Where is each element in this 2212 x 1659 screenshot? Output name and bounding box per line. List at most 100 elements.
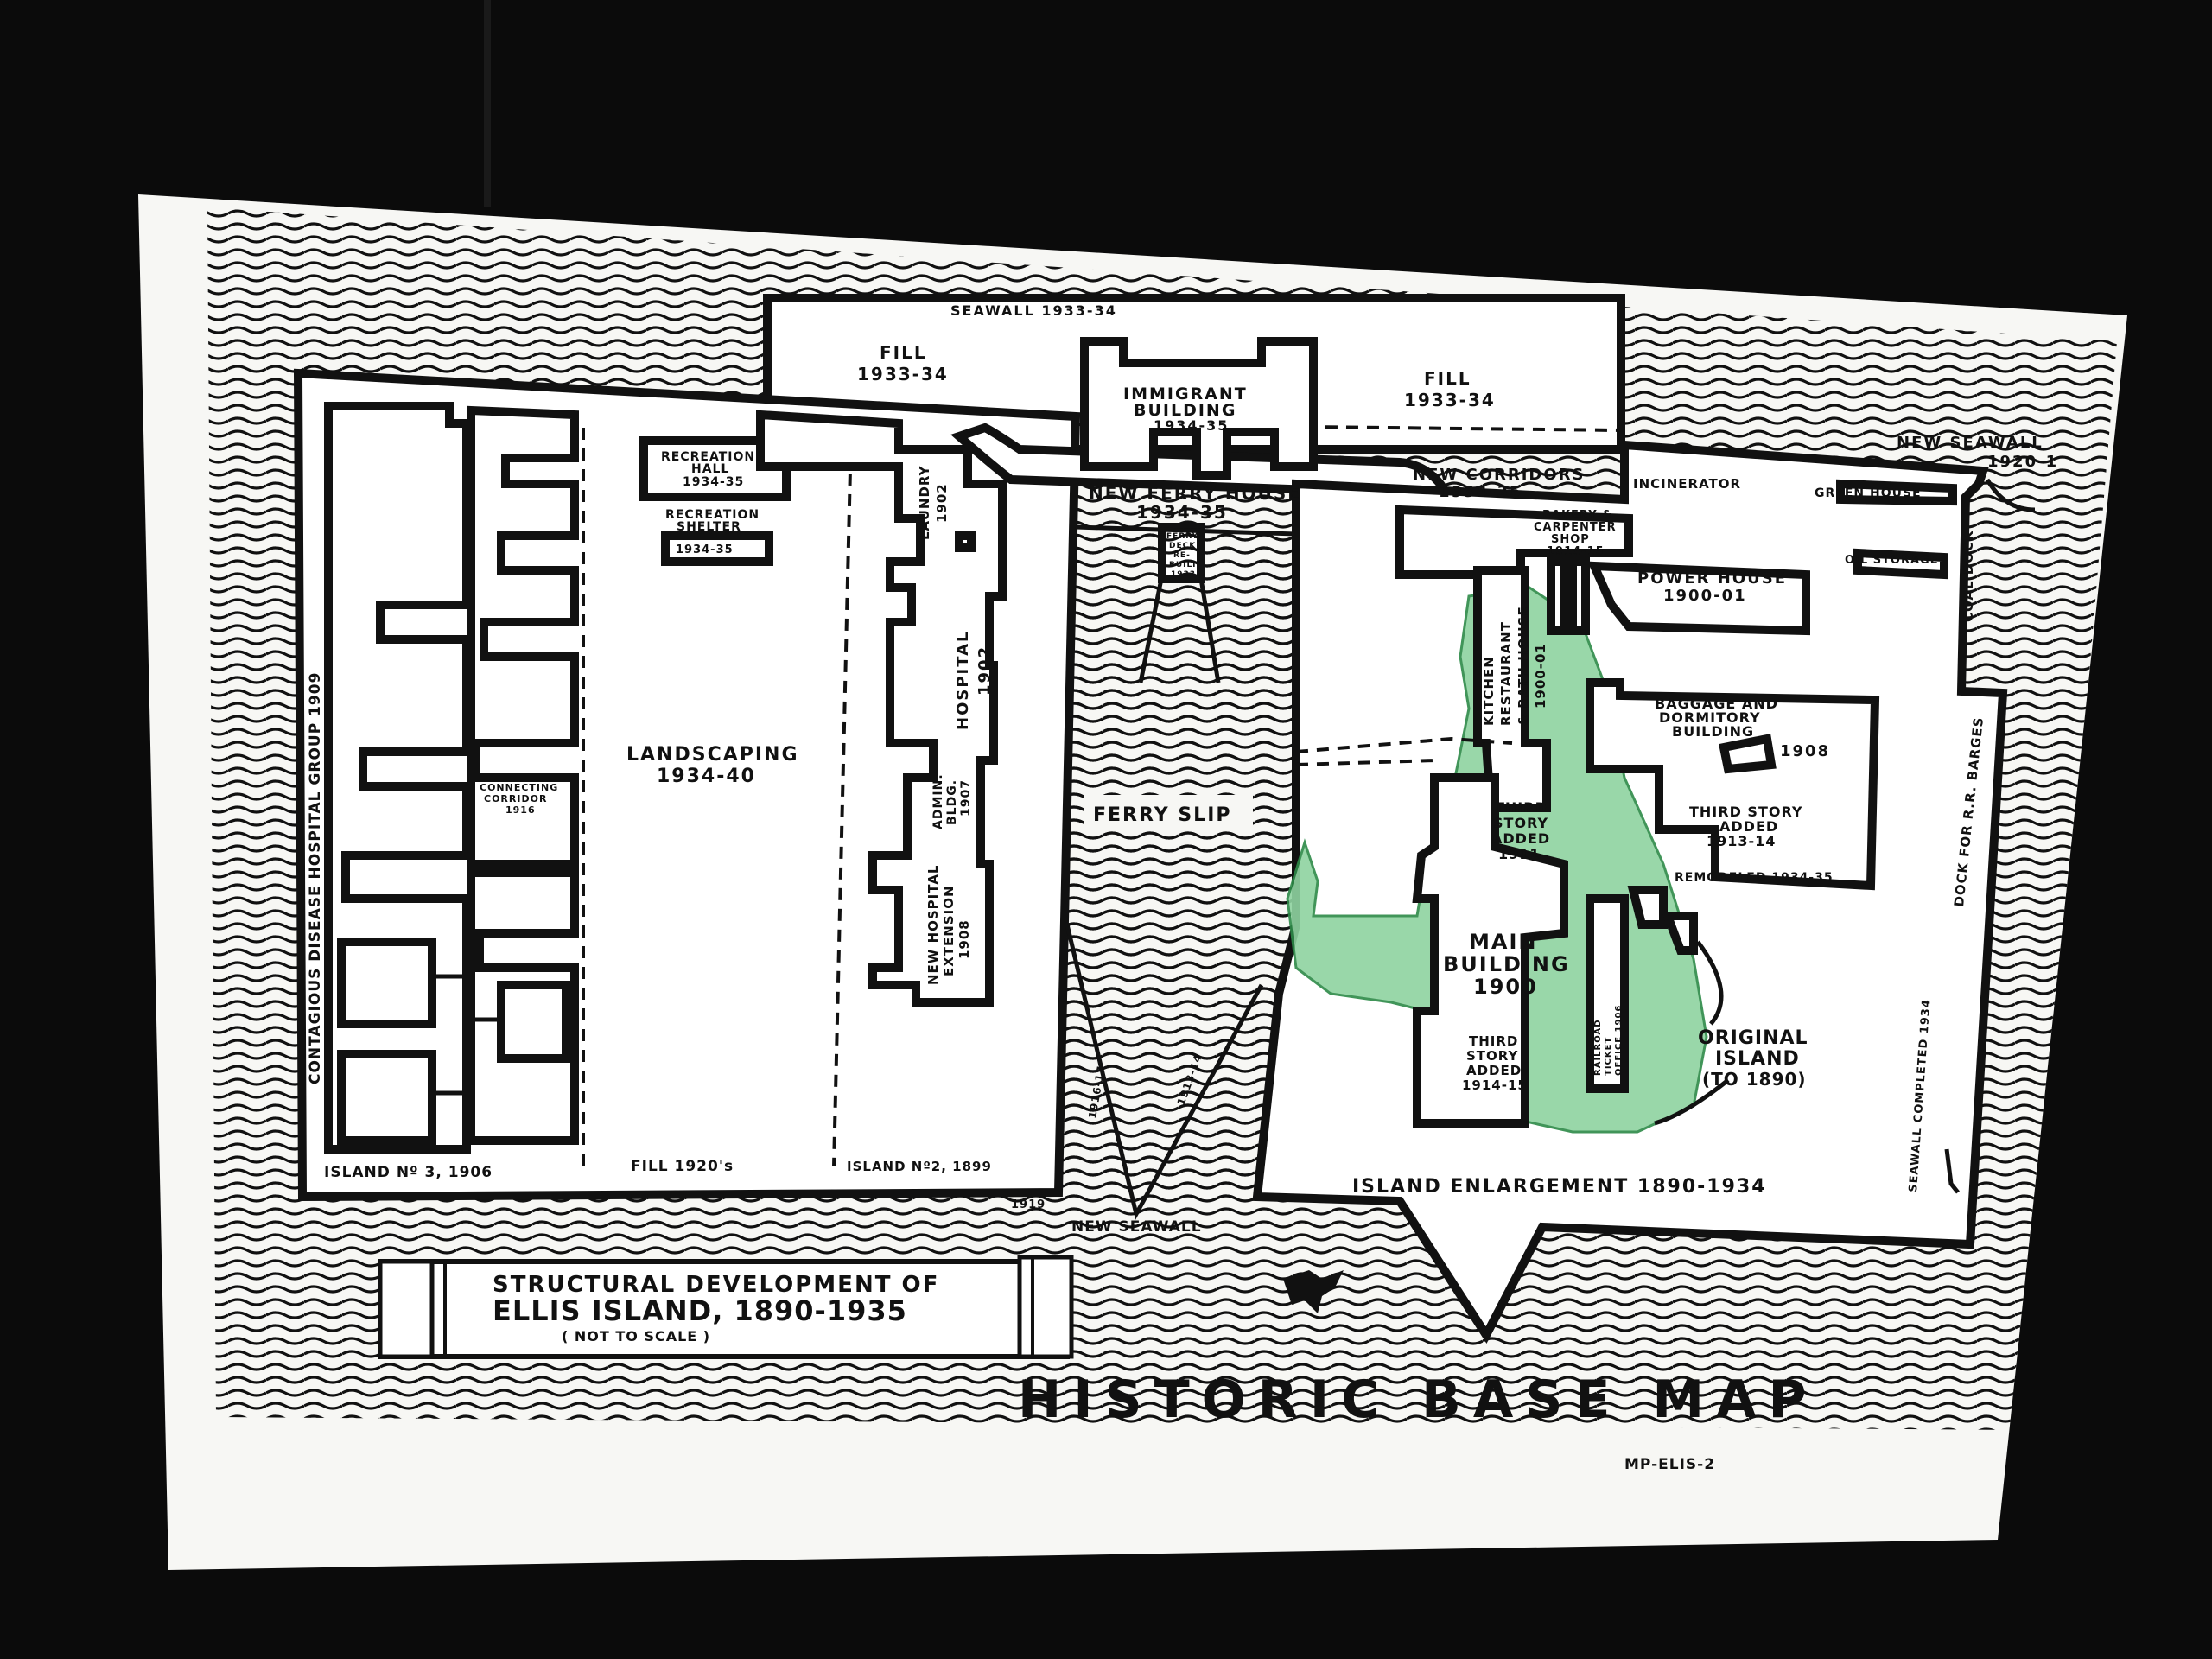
map-title: HISTORIC BASE MAP xyxy=(1018,1370,1819,1430)
label-admin-1: ADMIN. xyxy=(931,773,945,830)
label-baggage-third-3: 1913-14 xyxy=(1707,833,1776,849)
label-ferry-deck-3: RE- xyxy=(1173,551,1191,560)
label-island-2: ISLAND Nº2, 1899 xyxy=(847,1159,992,1174)
label-third-1914-3: ADDED xyxy=(1466,1063,1522,1078)
label-landscaping-1: LANDSCAPING xyxy=(626,744,799,766)
right-side-buildings xyxy=(1395,479,1957,1128)
label-rec-shelter-1: RECREATION xyxy=(665,508,760,522)
immigrant-building xyxy=(1080,337,1318,480)
label-incinerator: INCINERATOR xyxy=(1633,476,1741,492)
eagle-emblem xyxy=(1283,1270,1344,1313)
label-baggage-3: BUILDING xyxy=(1672,723,1754,740)
label-ferry-deck-4: BUILT xyxy=(1169,561,1198,569)
label-main-1: MAIN xyxy=(1469,930,1537,954)
label-coal-dock: COAL DOCK xyxy=(1961,530,1976,622)
label-third-1911-1: THIRD xyxy=(1495,799,1548,816)
label-fill-right-1: FILL xyxy=(1424,368,1471,389)
label-new-hosp-1: NEW HOSPITAL xyxy=(925,865,941,986)
label-green-house: GREEN HOUSE xyxy=(1815,486,1922,500)
label-baggage-third-1: THIRD STORY xyxy=(1689,804,1803,820)
label-bakery-2: CARPENTER xyxy=(1534,521,1617,534)
label-contagious: CONTAGIOUS DISEASE HOSPITAL GROUP 1909 xyxy=(307,672,324,1084)
ferry-slip xyxy=(1058,524,1297,1220)
hospital-buildings xyxy=(756,410,1007,1007)
label-new-hosp-3: 1908 xyxy=(957,919,972,959)
label-island-3: ISLAND Nº 3, 1906 xyxy=(324,1164,493,1181)
label-immigrant-1: IMMIGRANT xyxy=(1123,385,1248,404)
title-cartouche xyxy=(378,1255,1074,1359)
label-corridor-3: 1916 xyxy=(505,804,536,816)
label-rec-hall-1: RECREATION xyxy=(661,450,755,464)
label-third-1914-1: THIRD xyxy=(1469,1033,1518,1049)
recreation-shelter xyxy=(661,531,773,566)
label-rec-shelter-3: 1934-35 xyxy=(676,543,734,556)
label-oil-storage: OIL STORAGE xyxy=(1845,554,1939,567)
label-kitchen-4: 1900-01 xyxy=(1533,643,1548,709)
label-ferry-slip: FERRY SLIP xyxy=(1093,804,1232,826)
label-power-house-1: POWER HOUSE xyxy=(1637,569,1787,588)
label-ferry-deck-5: 1933 xyxy=(1171,570,1196,579)
label-fill-1920: FILL 1920's xyxy=(631,1158,734,1175)
label-landscaping-2: 1934-40 xyxy=(657,766,756,787)
label-fill-left-2: 1933-34 xyxy=(857,364,949,385)
label-admin-3: 1907 xyxy=(959,779,973,817)
label-third-1911-4: 1911 xyxy=(1498,846,1541,862)
label-new-corridors-1: NEW CORRIDORS xyxy=(1413,466,1585,484)
label-ferry-house-2: 1934-35 xyxy=(1136,502,1228,523)
label-main-2: BUILDING xyxy=(1443,952,1570,976)
label-baggage-2: DORMITORY xyxy=(1659,709,1761,726)
label-rec-hall-3: 1934-35 xyxy=(683,475,744,489)
label-bakery-3: SHOP xyxy=(1551,533,1590,546)
label-hospital-year: 1902 xyxy=(976,645,994,696)
label-original-3: (TO 1890) xyxy=(1702,1069,1807,1090)
label-rr-ticket-3: OFFICE 1906 xyxy=(1614,1005,1624,1076)
label-new-seawall-bottom: NEW SEAWALL xyxy=(1071,1218,1202,1236)
label-fill-right-2: 1933-34 xyxy=(1404,390,1496,410)
label-new-hosp-2: EXTENSION xyxy=(941,885,957,976)
sheet-code: MP-ELIS-2 xyxy=(1624,1456,1715,1473)
cartouche-line-3: ( NOT TO SCALE ) xyxy=(562,1328,710,1344)
label-immigrant-3: 1934-35 xyxy=(1154,417,1229,434)
label-corridor-1: CONNECTING xyxy=(480,782,558,793)
cartouche-line-2: ELLIS ISLAND, 1890-1935 xyxy=(493,1294,907,1327)
label-baggage-4: 1908 xyxy=(1780,742,1830,760)
label-baggage-1: BAGGAGE AND xyxy=(1655,696,1778,712)
label-main-3: 1900 xyxy=(1473,975,1538,999)
label-immigrant-2: BUILDING xyxy=(1134,401,1236,420)
label-power-house-2: 1900-01 xyxy=(1663,587,1747,605)
label-kitchen-2: RESTAURANT xyxy=(1498,621,1514,726)
label-third-1914-4: 1914-15 xyxy=(1462,1077,1528,1093)
label-third-1911-2: STORY xyxy=(1493,815,1548,831)
label-admin-2: BLDG. xyxy=(945,779,959,825)
label-third-1914-2: STORY xyxy=(1466,1048,1519,1064)
contagious-hospital-wards xyxy=(324,402,579,1154)
label-bakery-1: BAKERY & xyxy=(1542,509,1613,522)
label-new-corridors-2: 1934-35 xyxy=(1439,483,1522,501)
label-rec-shelter-2: SHELTER xyxy=(677,520,741,534)
label-ferry-deck-2: DECK xyxy=(1169,542,1196,550)
label-seawall-top: SEAWALL 1933-34 xyxy=(950,302,1117,319)
label-kitchen-3: & BATH HOUSE xyxy=(1516,606,1531,726)
label-hospital: HOSPITAL xyxy=(954,630,972,730)
label-new-seawall-top-1: NEW SEAWALL xyxy=(1897,434,2044,452)
label-new-seawall-top-2: 1920-1 xyxy=(1987,453,2058,471)
label-original-1: ORIGINAL xyxy=(1698,1027,1808,1049)
label-bakery-4: 1914-15 xyxy=(1547,545,1605,558)
label-rr-ticket-2: TICKET xyxy=(1604,1037,1613,1076)
label-laundry-year: 1902 xyxy=(934,483,950,523)
label-kitchen-1: KITCHEN xyxy=(1481,656,1497,726)
label-third-1911-3: ADDED xyxy=(1491,830,1550,847)
label-laundry: LAUNDRY xyxy=(917,465,932,540)
label-remodeled: REMODELED 1934-35 xyxy=(1675,871,1834,885)
label-fill-left-1: FILL xyxy=(880,342,927,363)
label-baggage-third-2: ADDED xyxy=(1719,818,1778,835)
label-original-2: ISLAND xyxy=(1715,1048,1800,1070)
label-island-enlargement: ISLAND ENLARGEMENT 1890-1934 xyxy=(1352,1176,1767,1198)
label-corridor-2: CORRIDOR xyxy=(484,793,547,804)
label-year-1919: 1919 xyxy=(1011,1198,1046,1211)
label-ferry-deck-1: FERRY xyxy=(1166,532,1198,541)
cartouche-line-1: STRUCTURAL DEVELOPMENT OF xyxy=(493,1272,939,1298)
label-ferry-house-1: NEW FERRY HOUSE xyxy=(1089,483,1301,504)
label-rec-hall-2: HALL xyxy=(691,462,729,476)
